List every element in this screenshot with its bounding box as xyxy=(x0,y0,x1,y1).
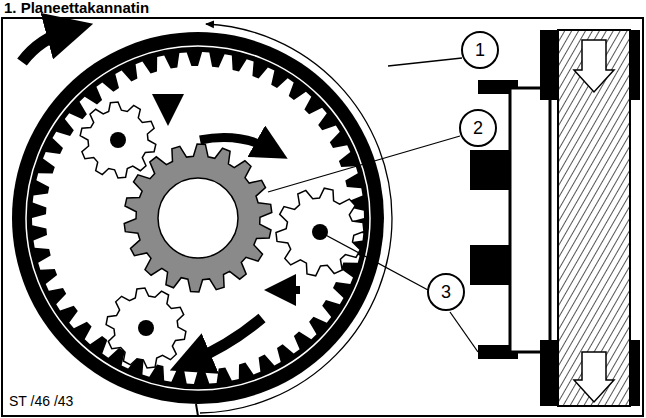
planet-pin xyxy=(138,320,154,336)
leader-line xyxy=(320,232,428,290)
drawing-code-box: ST /46 /43 xyxy=(6,392,76,410)
frame xyxy=(2,18,643,416)
ring-teeth xyxy=(32,52,364,384)
planet-gear xyxy=(80,102,156,178)
flow-arrow xyxy=(280,286,300,294)
arc-tick xyxy=(196,404,198,416)
cross-section xyxy=(470,30,640,406)
gear-set xyxy=(12,32,384,404)
callout-number: 2 xyxy=(473,118,483,139)
ring-line xyxy=(26,46,370,390)
flow-arrow xyxy=(190,318,262,362)
leader-line xyxy=(450,312,478,352)
title: 1. Planeettakannatin xyxy=(4,0,149,16)
title-block: 1. Planeettakannatin xyxy=(4,0,149,16)
leader-line xyxy=(388,58,462,66)
drawing-code: ST /46 /43 xyxy=(9,393,73,409)
leader-line xyxy=(268,136,460,192)
ring-gear xyxy=(12,32,384,404)
sun-hole xyxy=(158,178,238,258)
flow-arrow xyxy=(200,138,272,150)
callout-circle: 1 xyxy=(461,31,499,69)
flow-arrow xyxy=(164,95,172,110)
rotation-arrow xyxy=(22,30,70,62)
planet-pin xyxy=(110,132,126,148)
planet-gear xyxy=(106,288,186,368)
callout-circle: 3 xyxy=(427,273,465,311)
callout-circle: 2 xyxy=(459,109,497,147)
rotation-arc xyxy=(206,24,392,218)
callout-number: 1 xyxy=(475,40,485,61)
callout-number: 3 xyxy=(441,282,451,303)
rotation-arc xyxy=(200,218,392,413)
